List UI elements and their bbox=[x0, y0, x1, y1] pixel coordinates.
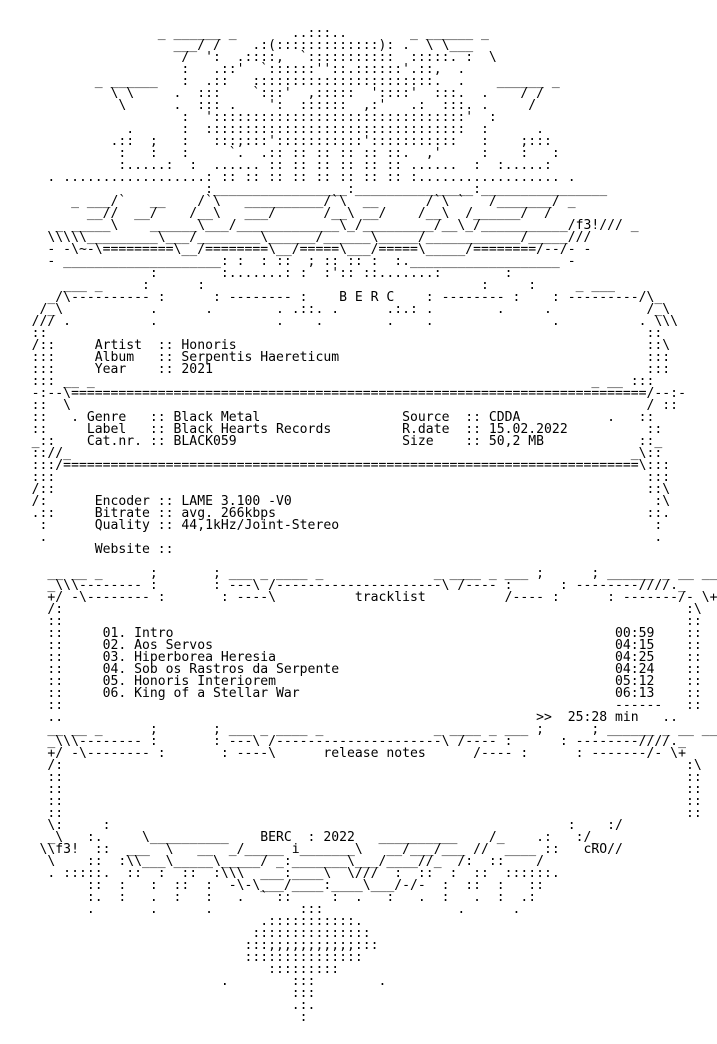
nfo-line: . ..................: :: :: :: :: :: :: … bbox=[8, 170, 576, 185]
nfo-line: :: 01. Intro 00:59 :: bbox=[8, 626, 702, 641]
nfo-line: :: 02. Aos Servos 04:15 :: bbox=[8, 638, 702, 653]
nfo-line: :: :: bbox=[8, 794, 702, 809]
nfo-line: :_________________:_______________:_____… bbox=[8, 182, 608, 197]
nfo-line: .:. bbox=[8, 998, 316, 1013]
nfo-line: / ': .::::, `::::::::::: :::::. : \ bbox=[8, 50, 497, 65]
nfo-line: :: :: bbox=[8, 782, 702, 797]
nfo-line: . ::: . bbox=[8, 974, 387, 989]
nfo-line: : : : `. .:: :: :: :: :: ::. ,' : : : bbox=[8, 146, 560, 161]
nfo-line: : :.......: : :':: ::.......: : bbox=[8, 266, 513, 281]
nfo-line: __// __/ /__\ ___/ /__\ __/ /__\ /______… bbox=[8, 206, 552, 221]
nfo-line: :: ------ :: bbox=[8, 698, 702, 713]
nfo-line: :: :: bbox=[8, 614, 702, 629]
nfo-line: \\f3! :: ___ \ __ _/_____ i_______\ __/_… bbox=[8, 842, 623, 857]
nfo-line: _\ :. \__________ BERC : 2022 __________… bbox=[8, 830, 600, 845]
nfo-line: . :::::. :: : :: :\\\ ___:____\ \/// : :… bbox=[8, 866, 560, 881]
nfo-line: ::: ::: bbox=[8, 470, 671, 485]
nfo-line: /: :\ bbox=[8, 602, 702, 617]
nfo-line: /// . . . . . . . . \\\ bbox=[8, 314, 679, 329]
nfo-line: - ____________________: : : :: ; :: :: :… bbox=[8, 254, 576, 269]
nfo-line: :: \ / :: bbox=[8, 398, 679, 413]
nfo-line: : .::' `::::::''::.::::::'.::, . bbox=[8, 62, 466, 77]
nfo-line: +/ -\-------- : : ----\ release notes /-… bbox=[8, 746, 686, 761]
nfo-line: ::::::::::::::: bbox=[8, 926, 371, 941]
nfo-line: .:: Bitrate :: avg. 266kbps ::. bbox=[8, 506, 671, 521]
nfo-line: __ __ _ ; ; ___ _ ____ _ _ ____ _ ___ ; … bbox=[8, 722, 717, 737]
nfo-line: ::: Album :: Serpentis Haereticum ::: bbox=[8, 350, 671, 365]
nfo-line: .. >> 25:28 min .. bbox=[8, 710, 679, 725]
nfo-line: /:: ::\ bbox=[8, 482, 671, 497]
nfo-line: :: 04. Sob os Rastros da Serpente 04:24 … bbox=[8, 662, 702, 677]
nfo-line: :: :: bbox=[8, 806, 702, 821]
nfo-line: _\\\-------- : : ---\ /-----------------… bbox=[8, 578, 686, 593]
nfo-line: /_\ . . . .::. . .:.: . . . /_\ bbox=[8, 302, 671, 317]
nfo-line: \ \ . ::: `:::' ,::::: '::::' :::. . / / bbox=[8, 86, 545, 101]
nfo-line: +/ -\-------- : : ----\ tracklist /---- … bbox=[8, 590, 717, 605]
nfo-line: :: :: bbox=[8, 770, 702, 785]
nfo-line: _ _____\ ______\___/_____________\_/____… bbox=[8, 218, 639, 233]
nfo-line: ::: Year :: 2021 ::: bbox=[8, 362, 671, 377]
nfo-line: :.....: : ...... :: :: :: :: :: :: .....… bbox=[8, 158, 552, 173]
nfo-line: _ ______ : .:: :::::::::::::::::::::::. … bbox=[8, 74, 560, 89]
nfo-line: : '::::::::::::::::::::::::::::::::' : bbox=[8, 110, 497, 125]
nfo-line: \ :: :\\___\_____\_____/ _:_______\___/_… bbox=[8, 854, 545, 869]
nfo-line: /: :\ bbox=[8, 758, 702, 773]
nfo-line: __ __ _ ; ; ___ _ ____ _ _ ____ _ ___ ; … bbox=[8, 566, 717, 581]
nfo-line: .:: ; : :::;:::':::::::::::'::::::::::: … bbox=[8, 134, 552, 149]
nfo-line: _\\\-------- : : ---\ /-----------------… bbox=[8, 734, 686, 749]
nfo-line: . . bbox=[8, 530, 663, 545]
nfo-line: :::/====================================… bbox=[8, 458, 671, 473]
nfo-line: - -\~-\=========\__/========\__/=====\__… bbox=[8, 242, 592, 257]
nfo-line: . . . ::: . . bbox=[8, 902, 521, 917]
nfo-line: .:::::::::::. bbox=[8, 914, 363, 929]
nfo-line: Website :: bbox=[8, 542, 174, 557]
nfo-line: ___ _ : : : : _ ___ bbox=[8, 278, 615, 293]
nfo-line: ::::::::::::::: bbox=[8, 950, 363, 965]
nfo-line: /:: Artist :: Honoris ::\ bbox=[8, 338, 671, 353]
nfo-line: :: 05. Honoris Interiorem 05:12 :: bbox=[8, 674, 702, 689]
nfo-line: :: . Genre :: Black Metal Source :: CDDA… bbox=[8, 410, 655, 425]
nfo-line: _:: Cat.nr. :: BLACK059 Size :: 50,2 MB … bbox=[8, 434, 663, 449]
nfo-line: : Quality :: 44,1kHz/Joint-Stereo : bbox=[8, 518, 663, 533]
nfo-line: ::: __ _ _ __ ::: bbox=[8, 374, 655, 389]
nfo-line: :: 06. King of a Stellar War 06:13 :: bbox=[8, 686, 702, 701]
nfo-line: _ ___/` __ /`\ __________/`\ __ /`\ ` /_… bbox=[8, 194, 576, 209]
nfo-line: :: :: bbox=[8, 326, 663, 341]
nfo-line: ___/ / .:(:::::::::::::): . \ \___ bbox=[8, 38, 474, 53]
nfo-line: \ . ::: . ': :::::: ,:' .: :::. . / bbox=[8, 98, 537, 113]
nfo-document: _ ______ _ ..:::.. _ ______ _ ___/ / .:(… bbox=[8, 26, 717, 1025]
nfo-line: ::: bbox=[8, 986, 316, 1001]
nfo-line: :: 03. Hiperborea Heresia 04:25 :: bbox=[8, 650, 702, 665]
nfo-line: -:--\===================================… bbox=[8, 386, 686, 401]
nfo-line: :::;;;;;;;;;;;::: bbox=[8, 938, 379, 953]
nfo-line: ::::::::: bbox=[8, 962, 340, 977]
nfo-line: /: Encoder :: LAME 3.100 -V0 :\ bbox=[8, 494, 671, 509]
nfo-line: _/\---------- : : -------- : B E R C : -… bbox=[8, 290, 663, 305]
nfo-line: _ ______ _ ..:::.. _ ______ _ bbox=[8, 26, 489, 41]
nfo-line: \\\\\_________\___/________\______/_____… bbox=[8, 230, 592, 245]
nfo-line: :: : : :: : -\-\___/____:____\___/-/- : … bbox=[8, 878, 545, 893]
nfo-line: : bbox=[8, 1010, 308, 1025]
nfo-line: . : ::::::::::::::::::::::::::::::::: : … bbox=[8, 122, 545, 137]
nfo-line: \: : : :/ bbox=[8, 818, 623, 833]
nfo-line: :: Label :: Black Hearts Records R.date … bbox=[8, 422, 663, 437]
nfo-line: :. : . : : . ` :: : . : . : . : .: bbox=[8, 890, 537, 905]
nfo-line: :://_ _\:: bbox=[8, 446, 663, 461]
